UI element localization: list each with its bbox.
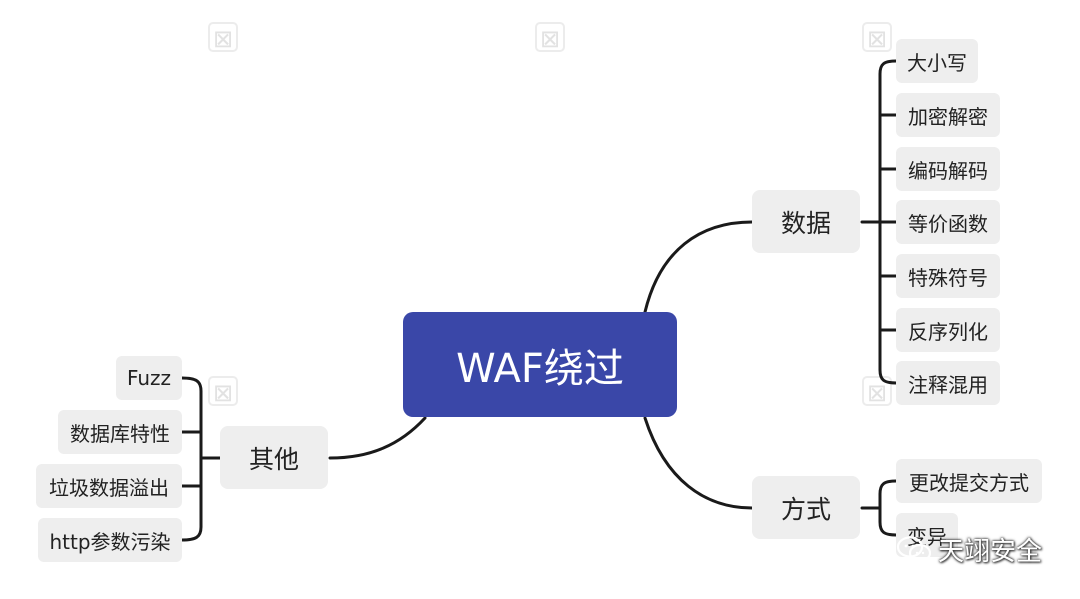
connector-method-bracket bbox=[878, 479, 898, 537]
subtopic-label: Fuzz bbox=[126, 366, 172, 390]
subtopic-comment-mixing[interactable]: 注释混用 bbox=[896, 361, 1000, 405]
watermark-icon: ⊠ bbox=[535, 22, 565, 53]
subtopic-encrypt-decrypt[interactable]: 加密解密 bbox=[896, 93, 1000, 137]
connector-other-bracket bbox=[180, 376, 203, 542]
subtopic-label: 加密解密 bbox=[908, 104, 988, 129]
subtopic-special-symbols[interactable]: 特殊符号 bbox=[896, 254, 1000, 298]
brand-watermark: 天翊安全 bbox=[896, 531, 1042, 568]
subtopic-label: 数据库特性 bbox=[70, 421, 170, 446]
topic-data-label: 数据 bbox=[780, 208, 831, 238]
subtopic-label: 大小写 bbox=[907, 50, 967, 75]
connector-central-other bbox=[328, 416, 427, 460]
topic-data[interactable]: 数据 bbox=[752, 190, 860, 253]
subtopic-label: 特殊符号 bbox=[908, 265, 988, 290]
watermark-icon: ⊠ bbox=[862, 22, 892, 53]
subtopic-label: 反序列化 bbox=[908, 319, 988, 344]
subtopic-case[interactable]: 大小写 bbox=[896, 39, 978, 83]
subtopic-change-submit-method[interactable]: 更改提交方式 bbox=[896, 459, 1042, 503]
subtopic-label: 垃圾数据溢出 bbox=[49, 475, 169, 500]
subtopic-label: 编码解码 bbox=[908, 158, 988, 183]
central-topic[interactable]: WAF绕过 bbox=[403, 312, 677, 417]
subtopic-database-features[interactable]: 数据库特性 bbox=[58, 410, 182, 454]
topic-method-label: 方式 bbox=[780, 494, 831, 524]
subtopic-label: 等价函数 bbox=[908, 211, 988, 236]
subtopic-label: 注释混用 bbox=[908, 372, 988, 397]
watermark-icon: ⊠ bbox=[208, 22, 238, 53]
subtopic-label: 更改提交方式 bbox=[909, 470, 1029, 495]
brand-label: 天翊安全 bbox=[938, 537, 1043, 567]
subtopic-deserialization[interactable]: 反序列化 bbox=[896, 308, 1000, 352]
topic-other[interactable]: 其他 bbox=[220, 426, 328, 489]
wechat-icon bbox=[896, 535, 932, 562]
central-topic-label: WAF绕过 bbox=[456, 345, 624, 392]
subtopic-label: http参数污染 bbox=[49, 529, 171, 554]
topic-other-label: 其他 bbox=[248, 444, 299, 474]
connector-central-method bbox=[643, 416, 754, 510]
subtopic-http-parameter-pollution[interactable]: http参数污染 bbox=[38, 518, 182, 562]
subtopic-equivalent-functions[interactable]: 等价函数 bbox=[896, 200, 1000, 244]
subtopic-encode-decode[interactable]: 编码解码 bbox=[896, 147, 1000, 191]
topic-method[interactable]: 方式 bbox=[752, 476, 860, 539]
watermark-icon: ⊠ bbox=[208, 376, 238, 407]
subtopic-junk-data-overflow[interactable]: 垃圾数据溢出 bbox=[36, 464, 182, 508]
watermark-icon: ⊠ bbox=[862, 376, 892, 407]
connector-central-data bbox=[643, 220, 754, 314]
subtopic-fuzz[interactable]: Fuzz bbox=[116, 356, 182, 400]
